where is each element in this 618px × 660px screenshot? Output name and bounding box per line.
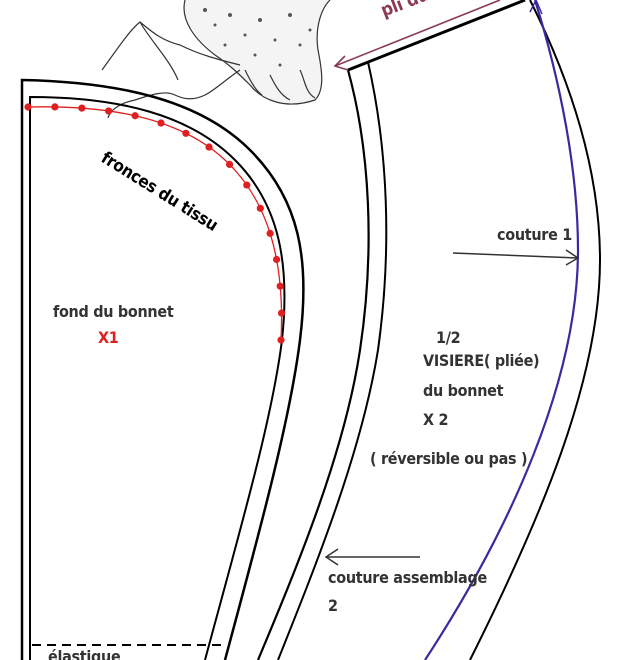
gather-dot bbox=[205, 143, 213, 151]
gather-dot bbox=[266, 229, 274, 237]
seam-2-number: 2 bbox=[328, 596, 338, 615]
back-piece-quantity: X1 bbox=[98, 328, 119, 347]
gather-dot bbox=[276, 282, 284, 290]
gather-dot bbox=[256, 204, 264, 212]
seam-1-arrowhead-top bbox=[529, 0, 543, 15]
gather-dot bbox=[225, 160, 234, 169]
gather-dot bbox=[78, 104, 86, 112]
gather-dot bbox=[243, 181, 251, 189]
seam-2-label: couture assemblage bbox=[328, 568, 487, 587]
gather-dot bbox=[277, 336, 285, 344]
elastic-label: élastique bbox=[48, 647, 121, 660]
seam-2-arrow bbox=[324, 548, 420, 566]
reversible-label: ( réversible ou pas ) bbox=[370, 449, 528, 468]
back-piece-outline bbox=[20, 78, 305, 660]
seam-1-arrow bbox=[452, 249, 580, 266]
visor-half-label: 1/2 bbox=[436, 328, 461, 347]
visor-quantity: X 2 bbox=[423, 410, 449, 429]
gathers-line bbox=[24, 103, 286, 344]
gather-dot bbox=[272, 255, 281, 264]
visor-of-label: du bonnet bbox=[423, 381, 504, 400]
seam-1-label: couture 1 bbox=[497, 225, 572, 244]
gather-dot bbox=[182, 129, 190, 137]
bonnet-illustration bbox=[101, 0, 331, 119]
seam-1-line bbox=[424, 0, 580, 660]
gather-dot bbox=[105, 107, 113, 115]
gather-dot bbox=[24, 103, 32, 111]
gather-dot bbox=[131, 112, 139, 120]
gather-dot bbox=[157, 119, 165, 127]
gather-dot bbox=[51, 103, 59, 111]
back-piece-label: fond du bonnet bbox=[53, 302, 174, 321]
gather-dot bbox=[277, 309, 286, 317]
visor-piece-outline bbox=[256, 0, 602, 660]
fold-arrow bbox=[333, 0, 501, 71]
visor-name-label: VISIERE( pliée) bbox=[423, 351, 540, 370]
